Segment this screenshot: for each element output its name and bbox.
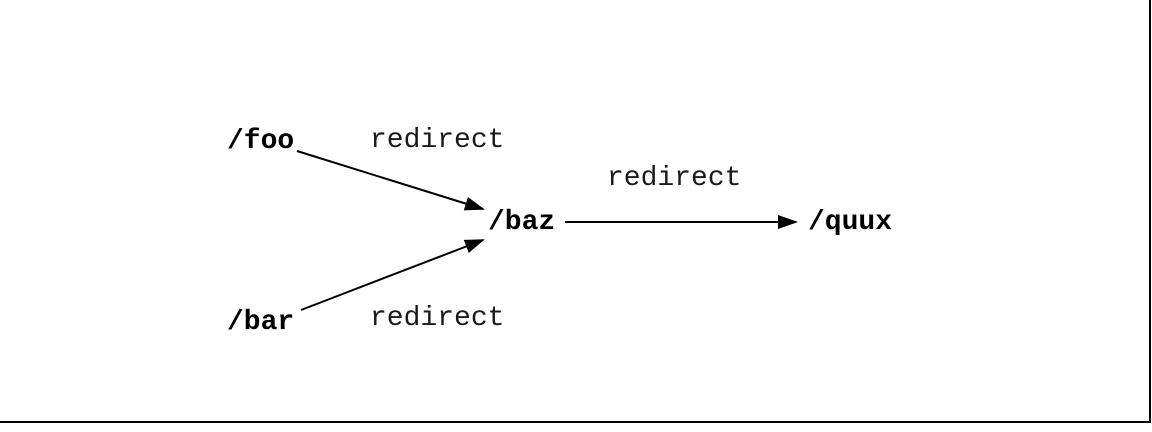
arrow-foo-to-baz [296, 150, 485, 211]
node-bar: /bar [227, 307, 295, 338]
arrow-bar-to-baz [300, 239, 485, 311]
edge-label-bar-to-baz: redirect [370, 303, 505, 334]
node-foo: /foo [227, 126, 295, 157]
node-baz: /baz [488, 207, 556, 238]
edge-label-baz-to-quux: redirect [607, 163, 742, 194]
node-quux: /quux [808, 207, 893, 238]
edge-label-foo-to-baz: redirect [370, 125, 505, 156]
